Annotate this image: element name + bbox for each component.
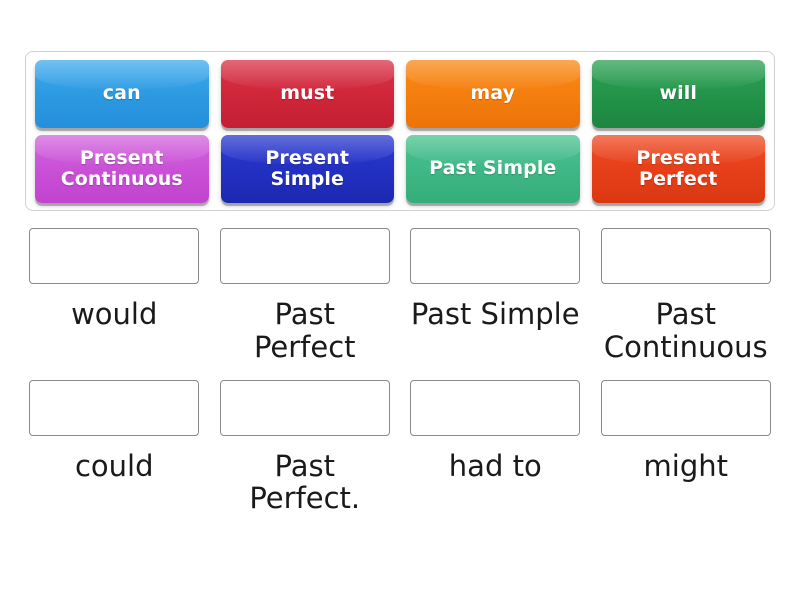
answer-cell: had to (406, 379, 585, 516)
drop-zone[interactable] (410, 379, 581, 436)
draggable-tile-past-simple[interactable]: Past Simple (406, 135, 580, 203)
draggable-tile-may[interactable]: may (406, 60, 580, 128)
answer-caption: Past Perfect. (249, 448, 361, 516)
answer-cell: Past Perfect (216, 228, 395, 364)
draggable-tile-must[interactable]: must (220, 60, 394, 128)
answer-caption: Past Simple (410, 297, 580, 331)
tile-label: can (102, 82, 141, 105)
tile-label: Past Simple (429, 157, 557, 180)
answer-caption: had to (448, 448, 542, 483)
draggable-tile-present-continuous[interactable]: Present Continuous (35, 135, 209, 203)
drop-zone[interactable] (219, 379, 390, 436)
tile-row-2: Present Continuous Present Simple Past S… (35, 135, 765, 203)
tile-row-1: can must may will (35, 60, 765, 128)
tile-label: must (280, 82, 335, 105)
tile-label: Present Perfect (636, 146, 721, 190)
answer-grid: would Past Perfect Past Simple Past Cont… (25, 228, 775, 515)
tile-label: may (470, 82, 516, 105)
tile-label: Present Continuous (60, 146, 183, 190)
answer-cell: might (597, 379, 776, 516)
draggable-tile-present-perfect[interactable]: Present Perfect (591, 135, 765, 203)
drop-zone[interactable] (219, 228, 390, 284)
draggable-tile-present-simple[interactable]: Present Simple (220, 135, 394, 203)
tile-label: will (659, 82, 697, 105)
drop-zone[interactable] (410, 228, 581, 284)
answer-cell: Past Perfect. (216, 379, 395, 516)
answer-caption: Past Continuous (603, 297, 768, 364)
answer-cell: could (25, 379, 204, 516)
answer-caption: could (74, 448, 154, 483)
answer-cell: Past Simple (406, 228, 585, 364)
answer-caption: might (643, 448, 728, 483)
tile-label: Present Simple (265, 146, 350, 190)
answer-cell: Past Continuous (597, 228, 776, 364)
drop-zone[interactable] (600, 228, 771, 284)
answer-row-2: could Past Perfect. had to might (25, 379, 776, 516)
answer-caption: Past Perfect (253, 297, 356, 364)
drop-zone[interactable] (29, 379, 200, 436)
tile-tray: can must may will Present Continuous Pre… (25, 51, 775, 211)
answer-row-1: would Past Perfect Past Simple Past Cont… (25, 228, 775, 364)
draggable-tile-will[interactable]: will (591, 60, 765, 128)
draggable-tile-can[interactable]: can (35, 60, 209, 128)
answer-caption: would (71, 297, 158, 331)
drop-zone[interactable] (29, 228, 200, 284)
drop-zone[interactable] (600, 379, 771, 436)
answer-cell: would (25, 228, 204, 364)
